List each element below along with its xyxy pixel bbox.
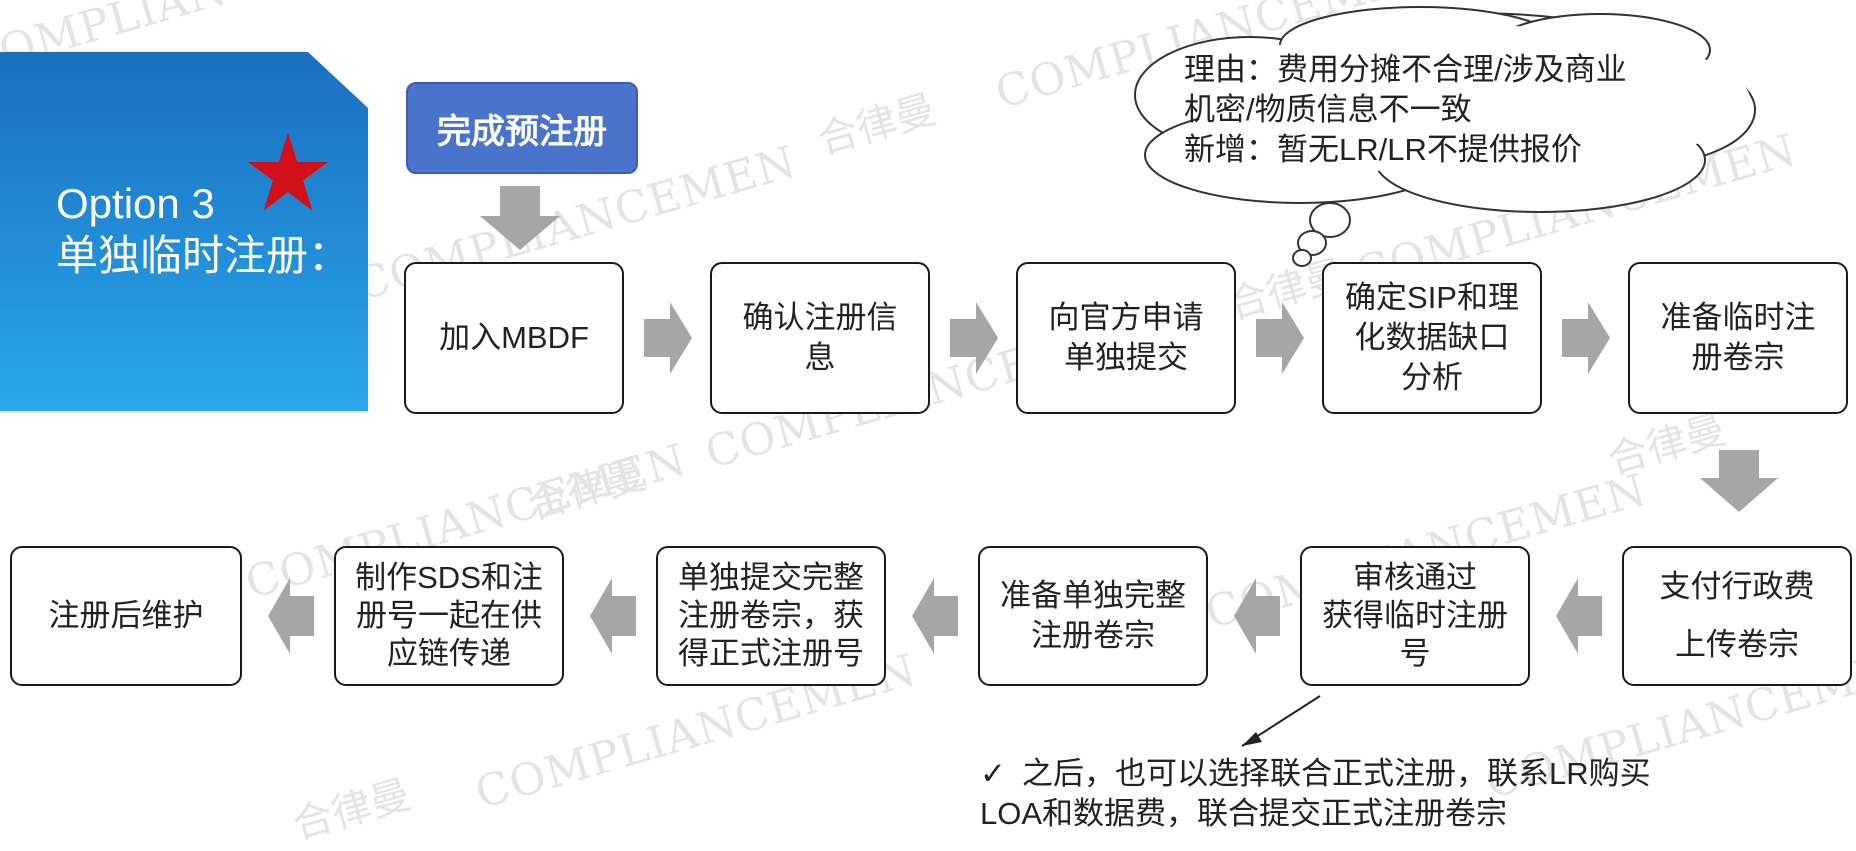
- option-title: Option 3 单独临时注册：: [56, 178, 350, 282]
- step-label: 审核通过 获得临时注册 号: [1322, 560, 1508, 671]
- step-apply-separate-submission[interactable]: 向官方申请 单独提交: [1016, 262, 1236, 414]
- footnote: ✓ 之后，也可以选择联合正式注册，联系LR购买 LOA和数据费，联合提交正式注册卷…: [980, 754, 1800, 834]
- step-sip-data-gap-analysis[interactable]: 确定SIP和理 化数据缺口 分析: [1322, 262, 1542, 414]
- option-header-panel: [0, 52, 368, 411]
- cloud-text: 理由：费用分摊不合理/涉及商业 机密/物质信息不一致 新增：暂无LR/LR不提供…: [1184, 50, 1684, 170]
- step-label: 确定SIP和理 化数据缺口 分析: [1345, 280, 1519, 395]
- step-prepare-interim-dossier[interactable]: 准备临时注 册卷宗: [1628, 262, 1848, 414]
- step-label: 注册后维护: [48, 598, 204, 633]
- note-line-2: LOA和数据费，联合提交正式注册卷宗: [980, 796, 1508, 831]
- arrow-left-icon: [1234, 578, 1280, 654]
- pre-registration-button[interactable]: 完成预注册: [406, 82, 638, 174]
- note-line-1: 之后，也可以选择联合正式注册，联系LR购买: [1021, 756, 1651, 791]
- step-label: 制作SDS和注 册号一起在供 应链传递: [355, 560, 543, 671]
- step-review-interim-number[interactable]: 审核通过 获得临时注册 号: [1300, 546, 1530, 686]
- arrow-right-icon: [1256, 302, 1304, 374]
- arrow-right-icon: [1562, 302, 1610, 374]
- arrowhead-icon: [1242, 732, 1262, 746]
- step-label: 确认注册信 息: [742, 300, 898, 375]
- arrow-left-icon: [1556, 578, 1602, 654]
- arrow-left-icon: [912, 578, 958, 654]
- arrow-left-icon: [590, 578, 636, 654]
- step-label: 支付行政费 上传卷宗: [1659, 569, 1815, 662]
- step-label: 准备临时注 册卷宗: [1660, 300, 1816, 375]
- arrow-right-icon: [950, 302, 998, 374]
- arrow-down-icon: [480, 186, 560, 250]
- step-prepare-full-dossier[interactable]: 准备单独完整 注册卷宗: [978, 546, 1208, 686]
- step-submit-full-dossier[interactable]: 单独提交完整 注册卷宗，获 得正式注册号: [656, 546, 886, 686]
- step-label: 准备单独完整 注册卷宗: [1000, 578, 1186, 653]
- option-subtitle: 单独临时注册：: [56, 232, 351, 279]
- option-number: Option 3: [56, 180, 215, 227]
- check-icon: ✓: [980, 756, 1006, 791]
- cloud-line: 新增：暂无LR/LR不提供报价: [1184, 132, 1582, 167]
- step-label: 加入MBDF: [439, 320, 589, 355]
- step-post-registration-maintenance[interactable]: 注册后维护: [10, 546, 242, 686]
- step-join-mbdf[interactable]: 加入MBDF: [404, 262, 624, 414]
- cloud-line: 机密/物质信息不一致: [1184, 92, 1472, 127]
- arrow-left-icon: [268, 578, 314, 654]
- step-sds-supply-chain[interactable]: 制作SDS和注 册号一起在供 应链传递: [334, 546, 564, 686]
- step-label: 向官方申请 单独提交: [1048, 300, 1204, 375]
- step-confirm-registration-info[interactable]: 确认注册信 息: [710, 262, 930, 414]
- star-icon: [247, 132, 329, 211]
- step-pay-fee-upload[interactable]: 支付行政费 上传卷宗: [1622, 546, 1852, 686]
- arrow-down-icon: [1700, 450, 1778, 512]
- cloud-line: 理由：费用分摊不合理/涉及商业: [1184, 52, 1627, 87]
- step-label: 单独提交完整 注册卷宗，获 得正式注册号: [678, 560, 864, 671]
- arrow-right-icon: [644, 302, 692, 374]
